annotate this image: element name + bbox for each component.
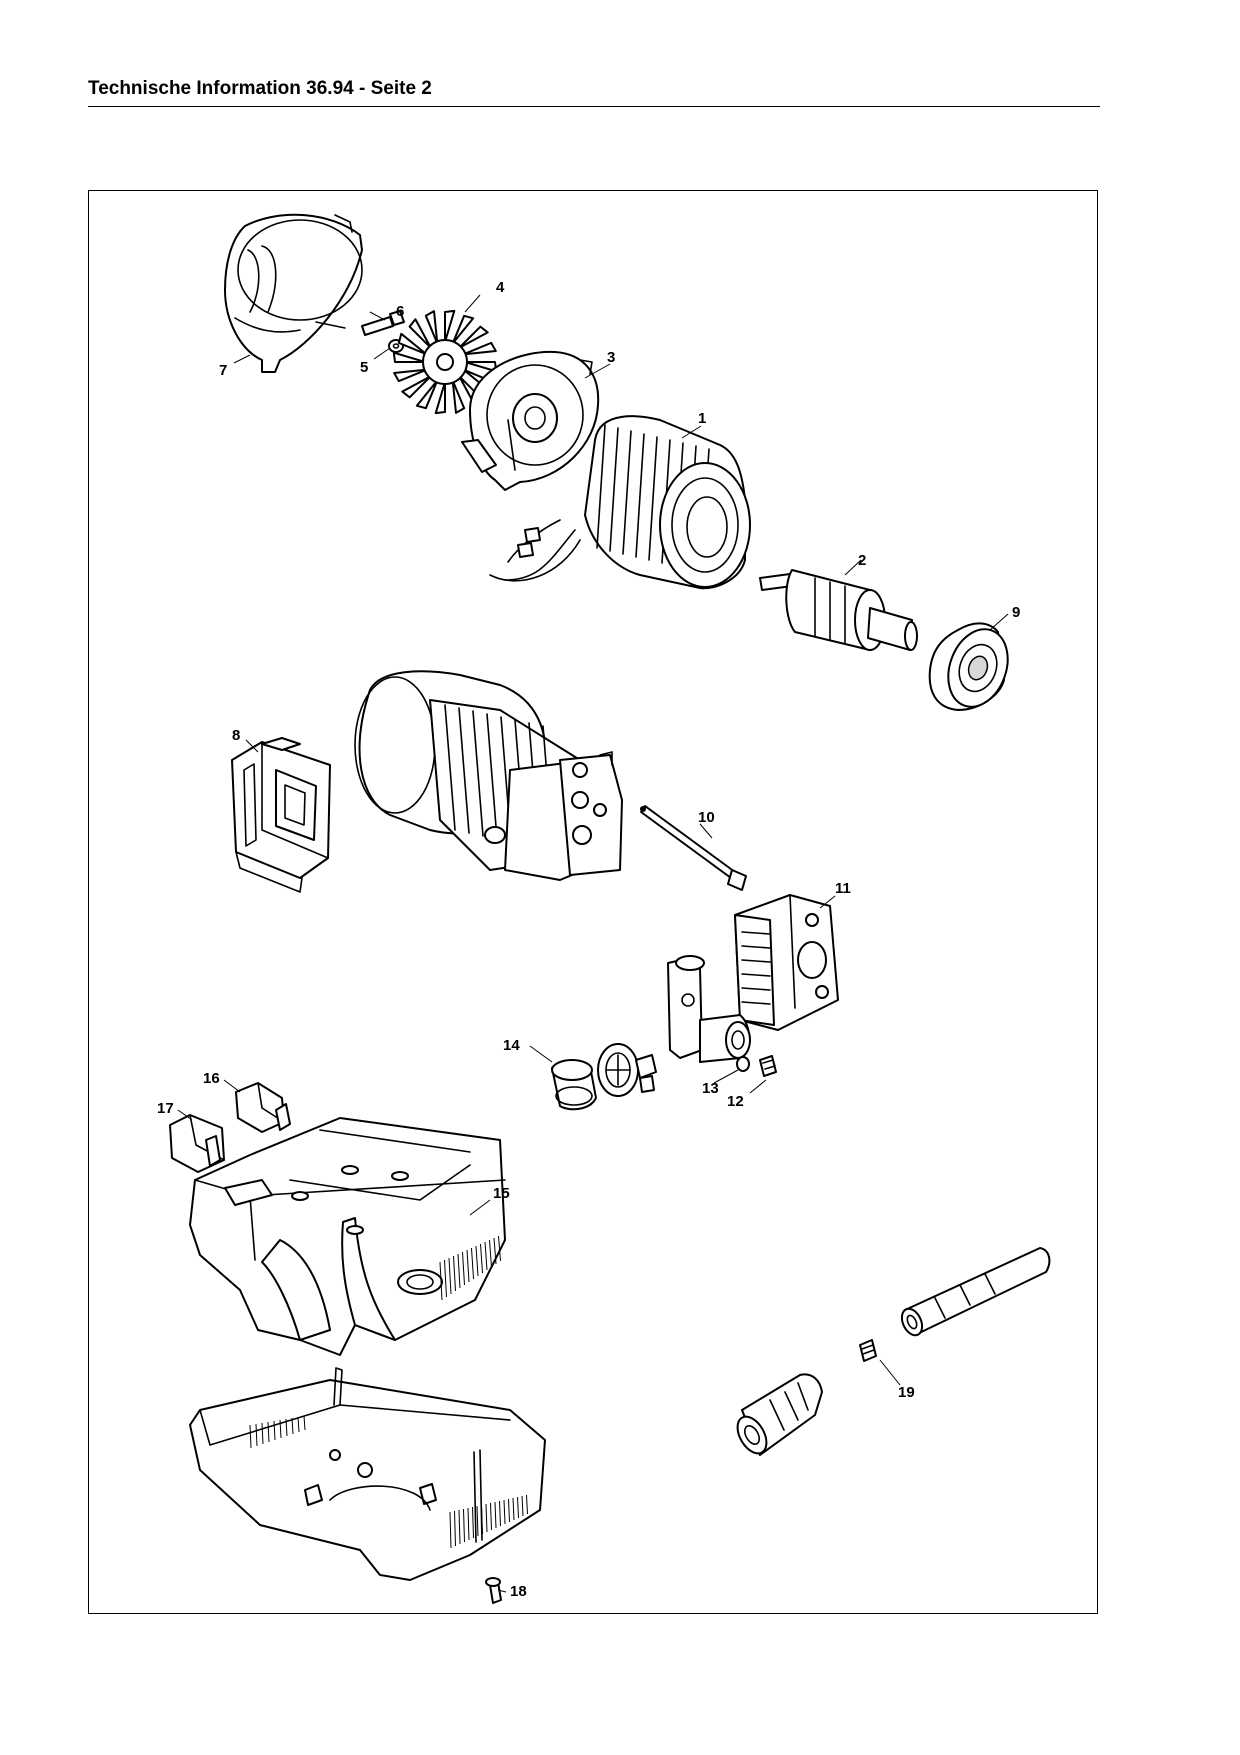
lower-housing — [189, 1367, 546, 1581]
label-part-18: 18 — [510, 1583, 527, 1600]
valve-retainer — [597, 1043, 657, 1097]
label-part-19: 19 — [898, 1384, 915, 1401]
label-part-5: 5 — [360, 359, 368, 376]
label-part-3: 3 — [607, 349, 615, 366]
part-2-rotor — [759, 569, 918, 651]
part-18-screw — [485, 1577, 502, 1604]
label-part-16: 16 — [203, 1070, 220, 1087]
part-1-stator — [489, 415, 751, 590]
part-3-bearing-shield — [461, 350, 600, 491]
part-17-clip — [169, 1114, 225, 1173]
label-part-8: 8 — [232, 727, 240, 744]
motor-pump-assembly — [354, 670, 623, 881]
part-13-o-ring — [736, 1056, 750, 1072]
label-part-2: 2 — [858, 552, 866, 569]
valve-block — [667, 955, 751, 1063]
page-title: Technische Information 36.94 - Seite 2 — [88, 78, 432, 99]
page-header: Technische Information 36.94 - Seite 2 — [88, 78, 1100, 107]
label-part-7: 7 — [219, 362, 227, 379]
part-14-ring — [551, 1059, 597, 1111]
part-12-nozzle — [759, 1055, 777, 1077]
leader-lines — [177, 294, 1009, 1593]
label-part-13: 13 — [702, 1080, 719, 1097]
nozzle-cap — [736, 1373, 823, 1456]
label-part-11: 11 — [835, 880, 851, 897]
label-part-4: 4 — [496, 279, 505, 296]
part-9-bearing — [928, 622, 1009, 711]
label-part-15: 15 — [493, 1185, 510, 1202]
part-15-upper-housing — [189, 1117, 506, 1356]
part-10-long-bolt — [640, 805, 747, 891]
diagram-frame — [88, 190, 1098, 1614]
label-part-10: 10 — [698, 809, 715, 826]
part-4-fan-impeller — [392, 309, 498, 415]
part-labels: 1 2 3 4 5 6 7 8 9 10 11 12 13 14 15 16 1… — [157, 279, 1020, 1600]
part-6-screw — [361, 310, 405, 336]
part-7-fan-cover — [224, 213, 363, 373]
label-part-1: 1 — [698, 410, 706, 427]
part-19-nozzle — [859, 1339, 877, 1362]
label-part-6: 6 — [396, 303, 404, 320]
label-part-12: 12 — [727, 1093, 744, 1110]
part-16-cap — [235, 1082, 291, 1133]
label-part-17: 17 — [157, 1100, 174, 1117]
lance-tube — [900, 1247, 1051, 1337]
label-part-9: 9 — [1012, 604, 1020, 621]
part-11-pump-head — [734, 894, 839, 1031]
part-8-terminal-box — [231, 737, 331, 893]
label-part-14: 14 — [503, 1037, 520, 1054]
